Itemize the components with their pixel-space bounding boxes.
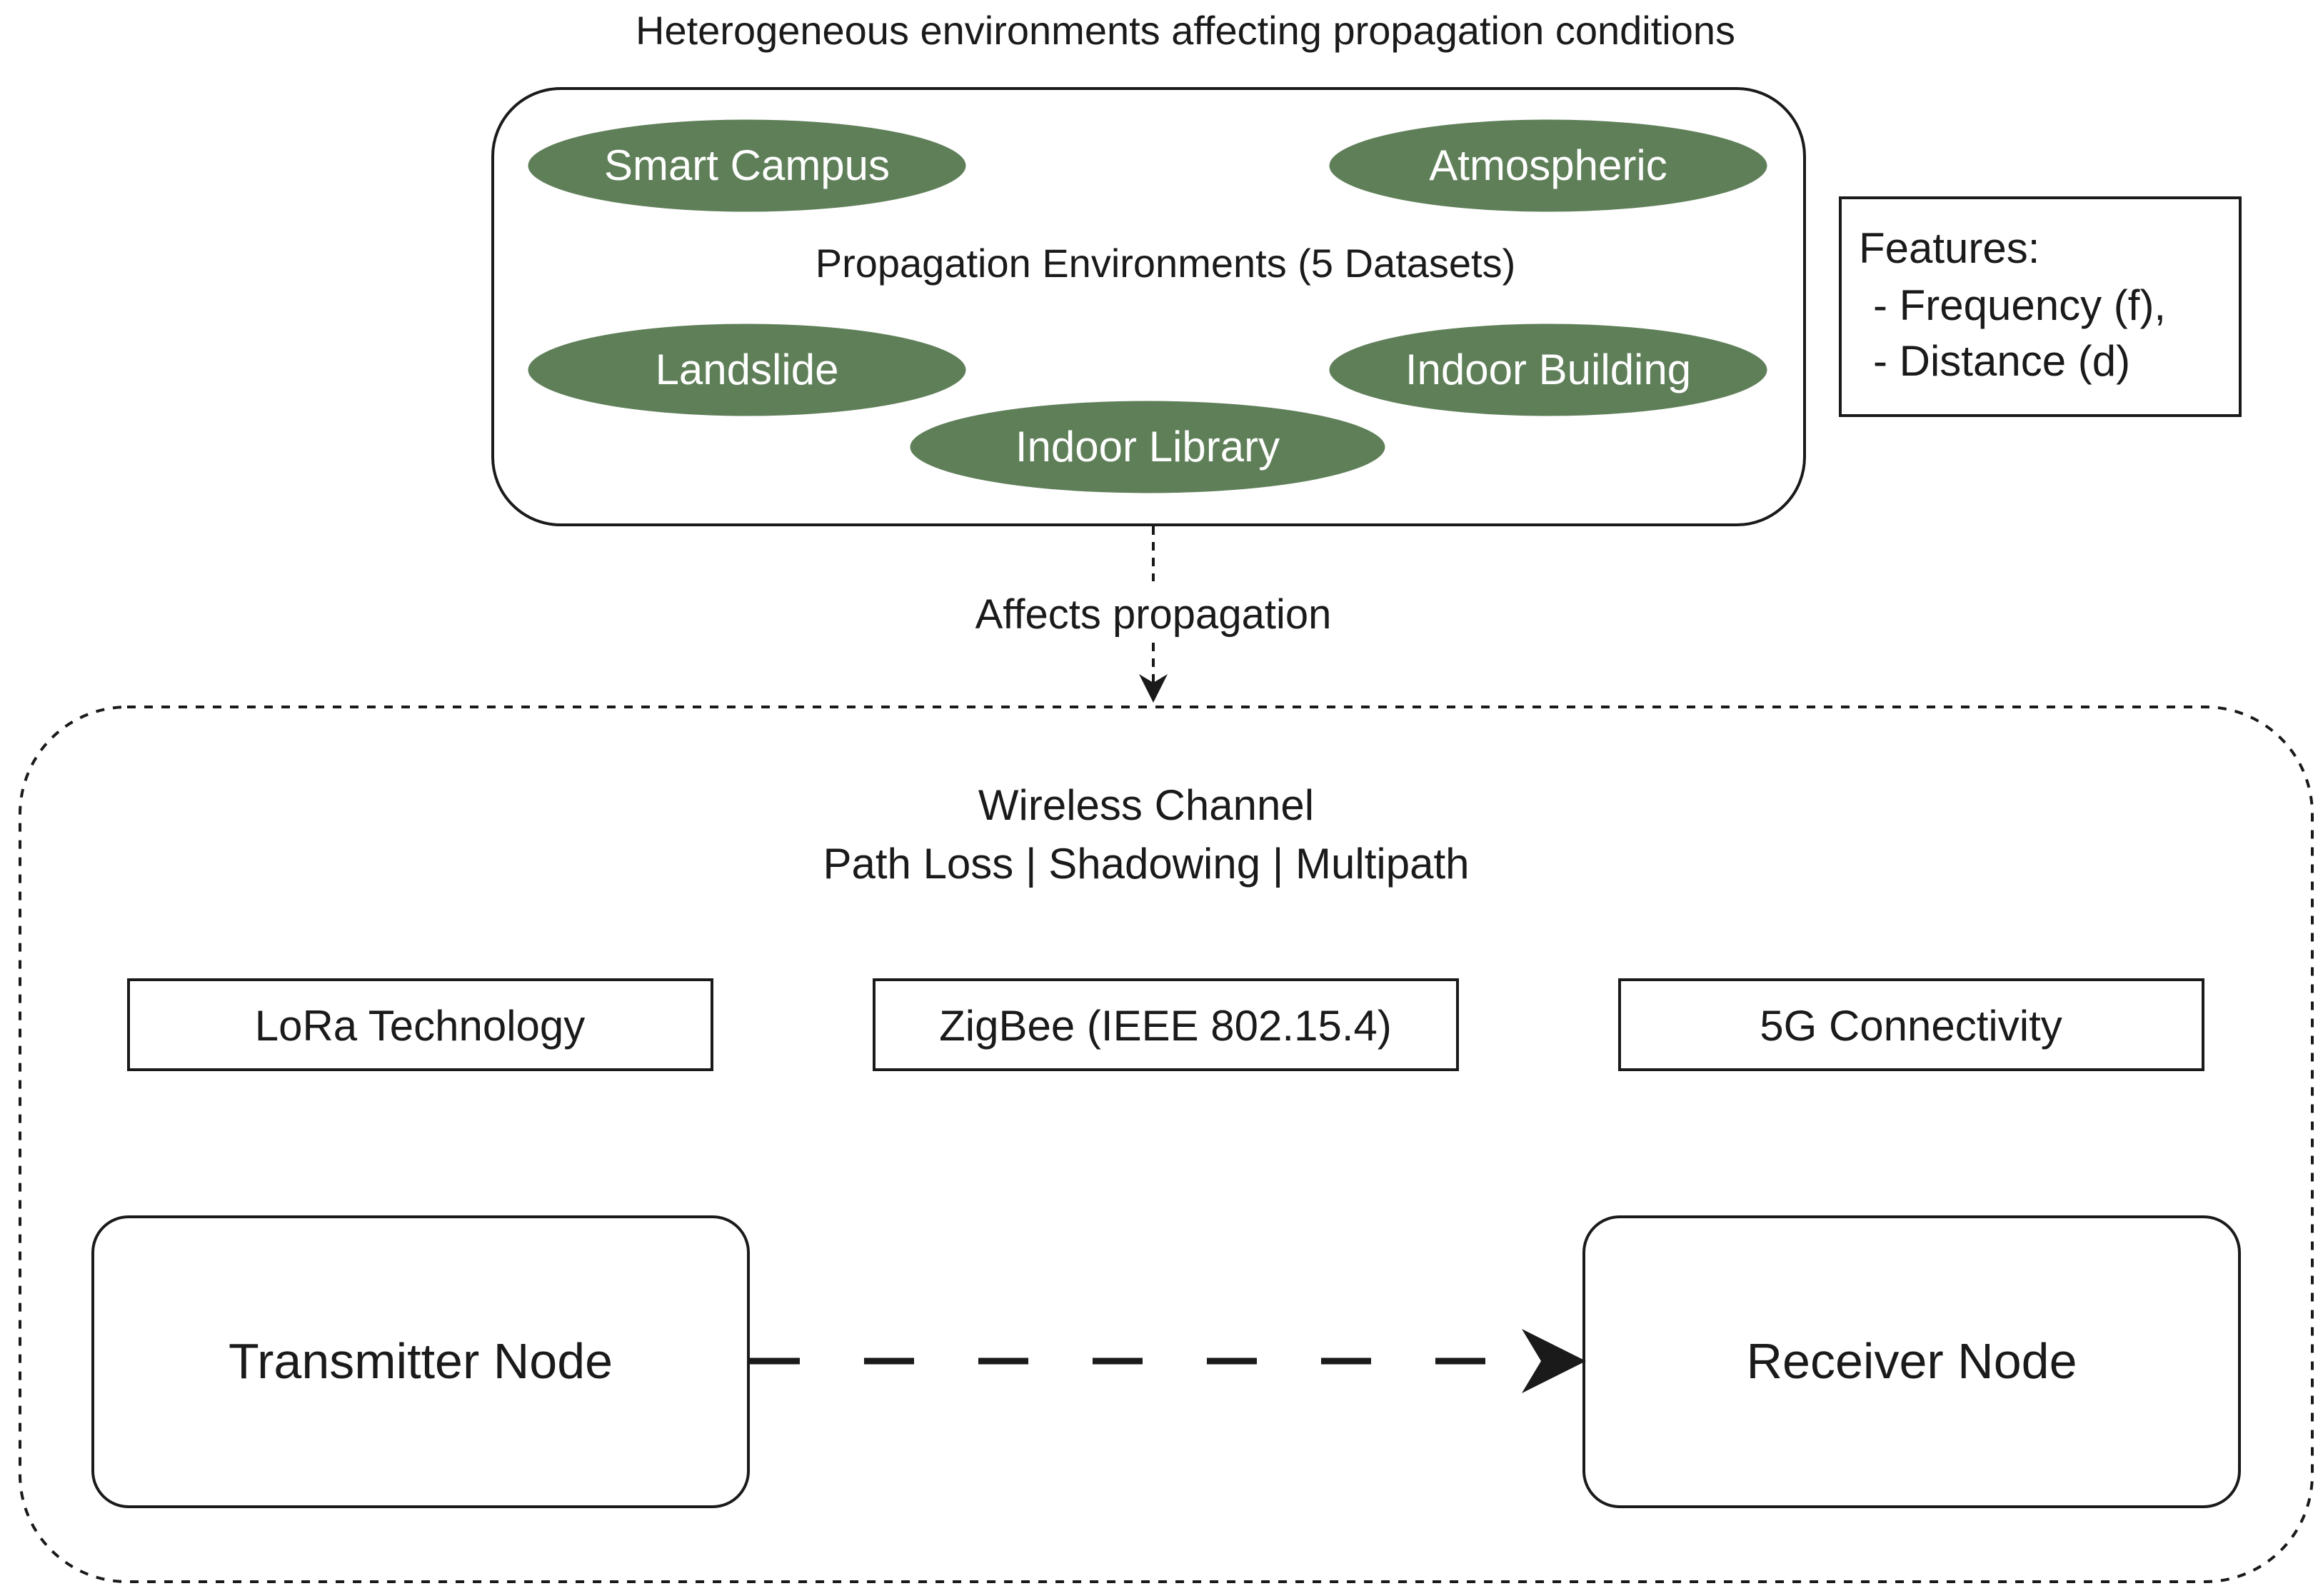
tech-zigbee: ZigBee (IEEE 802.15.4) xyxy=(873,978,1459,1071)
svg-text:Receiver Node: Receiver Node xyxy=(1747,1333,2077,1389)
channel-title: Wireless Channel xyxy=(978,781,1314,829)
environment-indoor-building: Indoor Building xyxy=(1327,321,1770,418)
svg-text:Indoor Building: Indoor Building xyxy=(1405,346,1691,393)
transmitter-node: Transmitter Node xyxy=(91,1215,750,1508)
channel-impairments: Path Loss | Shadowing | Multipath xyxy=(823,840,1469,888)
svg-text:ZigBee (IEEE 802.15.4): ZigBee (IEEE 802.15.4) xyxy=(939,1002,1392,1050)
receiver-node: Receiver Node xyxy=(1582,1215,2241,1508)
svg-text:Atmospheric: Atmospheric xyxy=(1429,141,1667,189)
features-heading: Features: xyxy=(1859,224,2039,272)
diagram-title: Heterogeneous environments affecting pro… xyxy=(636,8,1735,53)
environment-smart-campus: Smart Campus xyxy=(526,117,968,214)
features-box xyxy=(1839,196,2242,417)
environments-group-label: Propagation Environments (5 Datasets) xyxy=(816,241,1516,286)
svg-text:Indoor Library: Indoor Library xyxy=(1015,423,1280,471)
svg-text:5G Connectivity: 5G Connectivity xyxy=(1760,1002,2062,1050)
tech-lora: LoRa Technology xyxy=(127,978,713,1071)
wireless-channel-container xyxy=(19,706,2314,1583)
svg-text:LoRa Technology: LoRa Technology xyxy=(255,1002,586,1050)
svg-text:Smart Campus: Smart Campus xyxy=(604,141,890,189)
environment-landslide: Landslide xyxy=(526,321,968,418)
environment-atmospheric: Atmospheric xyxy=(1327,117,1770,214)
affects-propagation-label: Affects propagation xyxy=(975,591,1332,638)
tech-5g: 5G Connectivity xyxy=(1618,978,2204,1071)
environment-indoor-library: Indoor Library xyxy=(908,398,1388,496)
svg-text:Transmitter Node: Transmitter Node xyxy=(229,1333,613,1389)
features-line-distance: - Distance (d) xyxy=(1873,337,2130,385)
features-line-frequency: - Frequency (f), xyxy=(1873,281,2166,329)
svg-text:Landslide: Landslide xyxy=(656,346,839,393)
